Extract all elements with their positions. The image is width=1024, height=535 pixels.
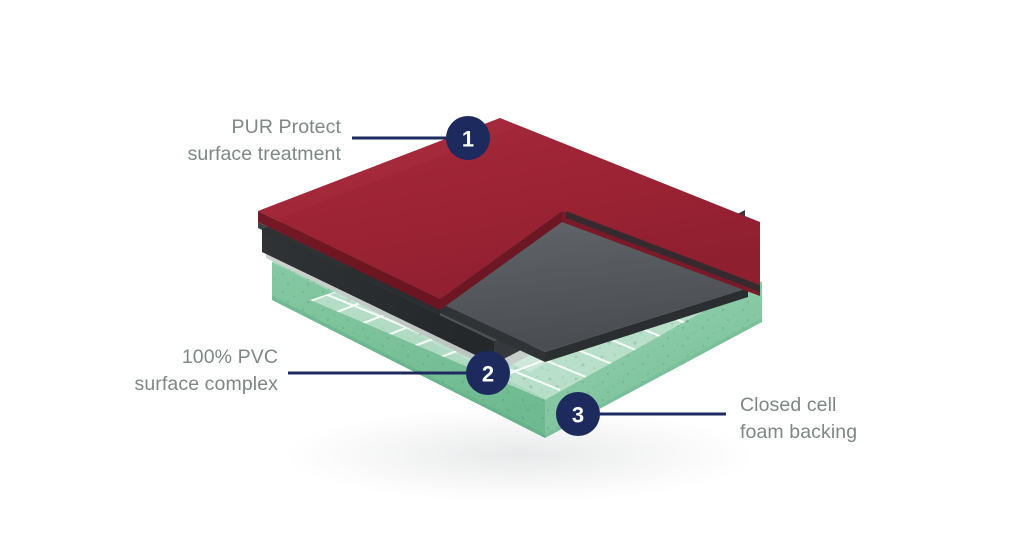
pvc-side-left — [262, 229, 494, 364]
callout-1-number: 1 — [462, 127, 474, 152]
ground-shadow — [285, 407, 755, 503]
callout-3[interactable]: 3 Closed cell foam backing — [556, 392, 857, 443]
callout-1-line-1: PUR Protect — [232, 116, 342, 138]
callout-3-badge[interactable] — [556, 392, 600, 436]
pur-under-rim-right — [566, 211, 760, 292]
callout-2[interactable]: 2 100% PVC surface complex — [135, 346, 510, 395]
callout-2-number: 2 — [482, 362, 494, 387]
pur-side-left — [258, 211, 440, 310]
pur-notch-face — [440, 211, 562, 310]
callout-1-line-2: surface treatment — [188, 143, 342, 165]
callout-3-line-2: foam backing — [740, 421, 857, 443]
callout-2-line-2: surface complex — [135, 373, 279, 395]
callout-2-badge[interactable] — [466, 351, 510, 395]
callout-2-line-1: 100% PVC — [182, 346, 278, 368]
callout-3-number: 3 — [572, 403, 584, 428]
callout-3-line-1: Closed cell — [740, 394, 836, 416]
callout-1[interactable]: 1 PUR Protect surface treatment — [188, 116, 490, 165]
pur-top — [258, 118, 760, 299]
callout-1-badge[interactable] — [446, 116, 490, 160]
pur-under-rim — [258, 222, 440, 316]
